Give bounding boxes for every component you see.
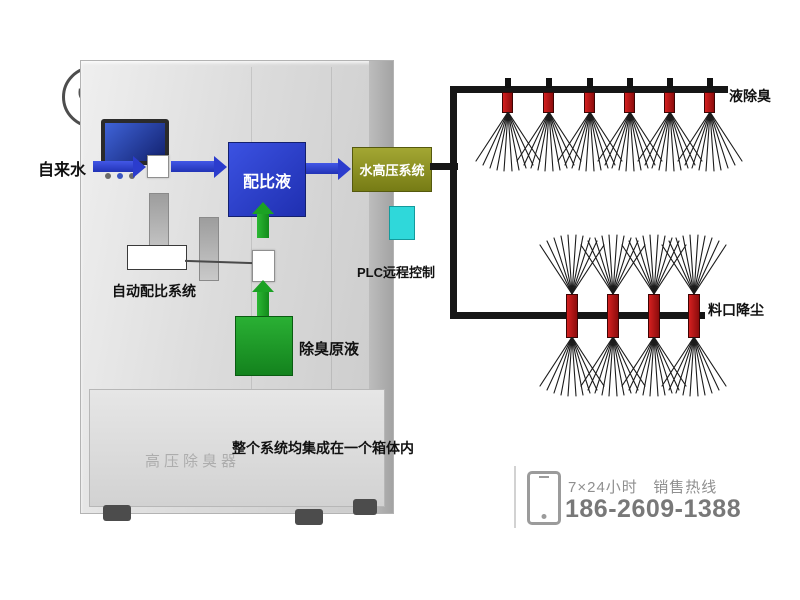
connector-box (252, 250, 275, 282)
flow-arrow-right-icon (93, 161, 133, 172)
deodorant-liquid-label: 除臭原液 (299, 341, 360, 358)
cabinet-door-seam (331, 67, 332, 389)
system-caption: 整个系统均集成在一个箱体内 (232, 440, 414, 456)
tap-water-label: 自来水 (38, 162, 87, 179)
spray-fan-icon (580, 234, 646, 294)
spray-nozzle (543, 92, 554, 113)
high-pressure-box: 水高压系统 (352, 147, 432, 192)
panel-button (129, 173, 135, 179)
auto-mixing-box (127, 245, 187, 270)
top-pipe-label: 液除臭 (729, 88, 771, 104)
flow-arrow-right-icon (306, 163, 338, 174)
bottom-pipe-label: 料口降尘 (708, 302, 764, 318)
flow-arrow-up-icon (257, 214, 269, 238)
spray-fan-icon (580, 337, 646, 397)
pipe-stub (430, 163, 458, 170)
cabinet-model-text: 高压除臭器 (145, 453, 241, 470)
spray-fan-icon (539, 337, 605, 397)
hotline-number: 186-2609-1388 (565, 495, 742, 523)
deodorant-liquid-box (235, 316, 293, 376)
spray-fan-icon (637, 112, 703, 172)
plc-label: PLC远程控制 (357, 265, 436, 280)
spray-nozzle (624, 92, 635, 113)
equipment-cabinet: 高压除臭器 (80, 60, 394, 525)
pipe-top (450, 86, 728, 93)
nozzle-cap (587, 78, 593, 88)
phone-icon (527, 471, 561, 525)
flow-arrow-right-icon (171, 161, 214, 172)
spray-fan-icon (661, 234, 727, 294)
spray-nozzle (704, 92, 715, 113)
nozzle-cap (707, 78, 713, 88)
spray-nozzle (688, 294, 700, 338)
nozzle-cap (505, 78, 511, 88)
cabinet-door-seam (251, 67, 252, 389)
nozzle-cap (627, 78, 633, 88)
panel-button (105, 173, 111, 179)
caster-wheel (295, 509, 323, 525)
cabinet-lower-panel: 高压除臭器 (89, 389, 385, 507)
spray-fan-icon (475, 112, 541, 172)
spray-fan-icon (677, 112, 743, 172)
cabinet-slot (199, 217, 219, 281)
pipe-vertical (450, 86, 457, 319)
caster-wheel (103, 505, 131, 521)
panel-button (117, 173, 123, 179)
spray-fan-icon (621, 234, 687, 294)
nozzle-cap (667, 78, 673, 88)
hotline-label: 7×24小时 销售热线 (568, 479, 718, 496)
spray-nozzle (584, 92, 595, 113)
connector-box (147, 155, 169, 178)
divider (514, 466, 516, 528)
auto-mixing-label: 自动配比系统 (112, 283, 196, 299)
spray-nozzle (566, 294, 578, 338)
spray-fan-icon (621, 337, 687, 397)
spray-nozzle (648, 294, 660, 338)
flow-arrow-up-icon (257, 292, 269, 318)
spray-fan-icon (597, 112, 663, 172)
spray-nozzle (502, 92, 513, 113)
plc-module-box (389, 206, 415, 240)
spray-nozzle (664, 92, 675, 113)
spray-fan-icon (539, 234, 605, 294)
caster-wheel (353, 499, 377, 515)
spray-fan-icon (557, 112, 623, 172)
spray-fan-icon (661, 337, 727, 397)
nozzle-cap (546, 78, 552, 88)
spray-fan-icon (516, 112, 582, 172)
spray-nozzle (607, 294, 619, 338)
